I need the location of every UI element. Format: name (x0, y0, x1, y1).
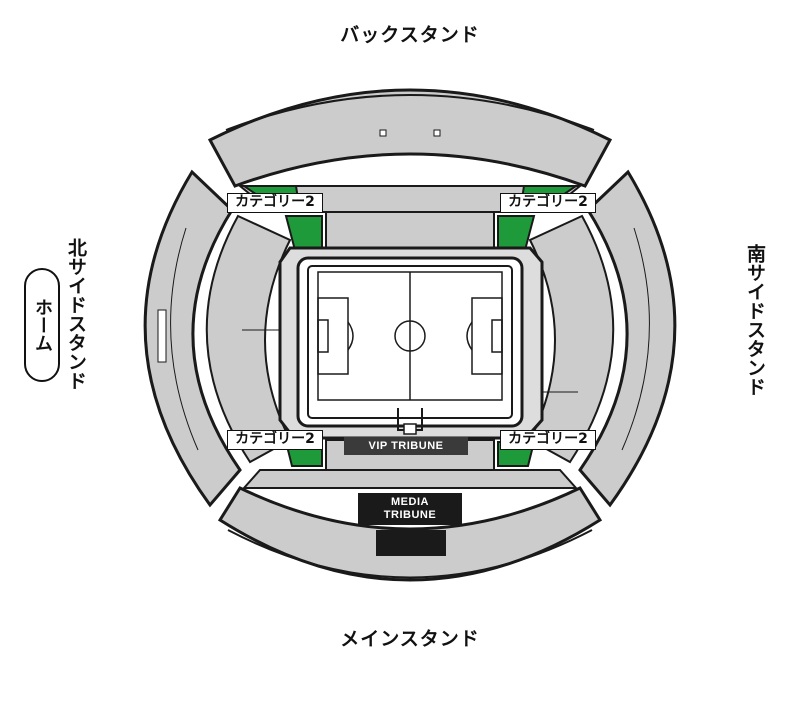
north-side-stand-label: 北サイドスタンド (65, 238, 87, 390)
media-tribune-line1: MEDIA (391, 496, 429, 508)
category-2-label-bottom-left: カテゴリー2 (227, 430, 323, 450)
south-side-stand[interactable] (528, 169, 677, 508)
south-side-stand-label: 南サイドスタンド (744, 244, 766, 396)
home-badge: ホーム (24, 268, 60, 382)
media-tribune-line2: TRIBUNE (383, 509, 437, 521)
main-lower-stand[interactable] (241, 439, 579, 489)
north-side-stand[interactable] (143, 169, 292, 508)
vip-tribune-label: VIP TRIBUNE (344, 437, 468, 455)
category-2-label-top-left: カテゴリー2 (227, 193, 323, 213)
home-label: ホーム (32, 298, 53, 352)
back-stand[interactable] (207, 88, 613, 188)
pitch (296, 256, 524, 435)
main-stand[interactable] (217, 486, 603, 582)
category-2-label-top-right: カテゴリー2 (500, 193, 596, 213)
media-tribune-label: MEDIA TRIBUNE (358, 493, 462, 525)
back-stand-label: バックスタンド (340, 24, 480, 46)
main-stand-label: メインスタンド (340, 628, 480, 650)
category-2-label-bottom-right: カテゴリー2 (500, 430, 596, 450)
